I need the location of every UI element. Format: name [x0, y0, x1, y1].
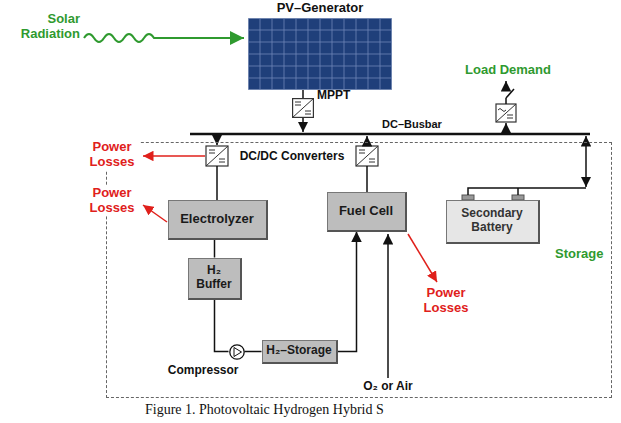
node-heading: Storage [555, 247, 611, 262]
power-losses-label: Power Losses [84, 186, 140, 216]
converter-wire [366, 136, 368, 146]
compressor-symbol: Compressor [229, 344, 245, 360]
pipe-connector [245, 351, 262, 353]
dc-busbar [190, 133, 590, 136]
oxygen-label: O₂ or Air [356, 380, 420, 394]
dc-dc-converter [356, 146, 378, 166]
mppt-converter: MPPT [292, 98, 314, 118]
pipe-connector [302, 90, 304, 98]
box-label: Secondary Battery [450, 207, 535, 235]
fuel-cell-box: Fuel Cell [327, 192, 407, 232]
inverter-wire [505, 123, 507, 134]
load-demand-label: Load Demand [458, 63, 558, 78]
h2-buffer-box: H₂ Buffer [188, 258, 242, 300]
h2-storage-box: H₂–Storage [262, 340, 338, 364]
power-losses-label: Power Losses [84, 140, 140, 170]
pipe-connector [214, 240, 216, 258]
pipe-connector [338, 232, 357, 352]
storage-region: Storage Electrolyzer Fuel Cell Secondary Ba… [106, 142, 612, 398]
node-heading: PV–Generator [248, 1, 392, 16]
box-label: Fuel Cell [339, 204, 393, 219]
load-switch [506, 89, 514, 104]
dc-dc-converter [206, 146, 228, 166]
converter-label: DC/DC Converters [232, 150, 352, 164]
battery-terminals [462, 188, 586, 200]
converter-wire [216, 166, 218, 200]
box-label: H₂–Storage [266, 344, 331, 358]
inverter-symbol [496, 104, 516, 122]
oxygen-wire [387, 234, 389, 378]
compressor-symbol-shape [229, 344, 245, 360]
busbar-label: DC–Busbar [382, 118, 452, 131]
battery-wire [585, 136, 587, 187]
battery-box: Secondary Battery [446, 200, 540, 244]
solar-wave [84, 34, 244, 42]
electrolyzer-box: Electrolyzer [168, 200, 268, 240]
solar-radiation-label: Solar Radiation [10, 12, 80, 42]
load-wire [505, 81, 507, 91]
converter-wire [366, 166, 368, 192]
pv-generator: PV–Generator [248, 18, 392, 90]
loss-arrow [143, 205, 167, 222]
node-heading: Compressor [155, 364, 239, 378]
power-losses-label: Power Losses [418, 286, 474, 316]
loss-arrow [143, 155, 205, 157]
pv-generator-shape [248, 18, 392, 90]
converter-wire [216, 134, 218, 145]
mppt-wire [302, 118, 304, 132]
box-label: H₂ Buffer [192, 264, 237, 292]
figure-caption: Figure 1. Photovoltaic Hydrogen Hybrid S [145, 402, 384, 418]
mppt-converter-shape [292, 98, 314, 118]
pipe-connector [215, 300, 229, 352]
node-heading: MPPT [317, 89, 367, 103]
box-label: Electrolyzer [180, 212, 254, 227]
loss-arrow [408, 234, 437, 282]
